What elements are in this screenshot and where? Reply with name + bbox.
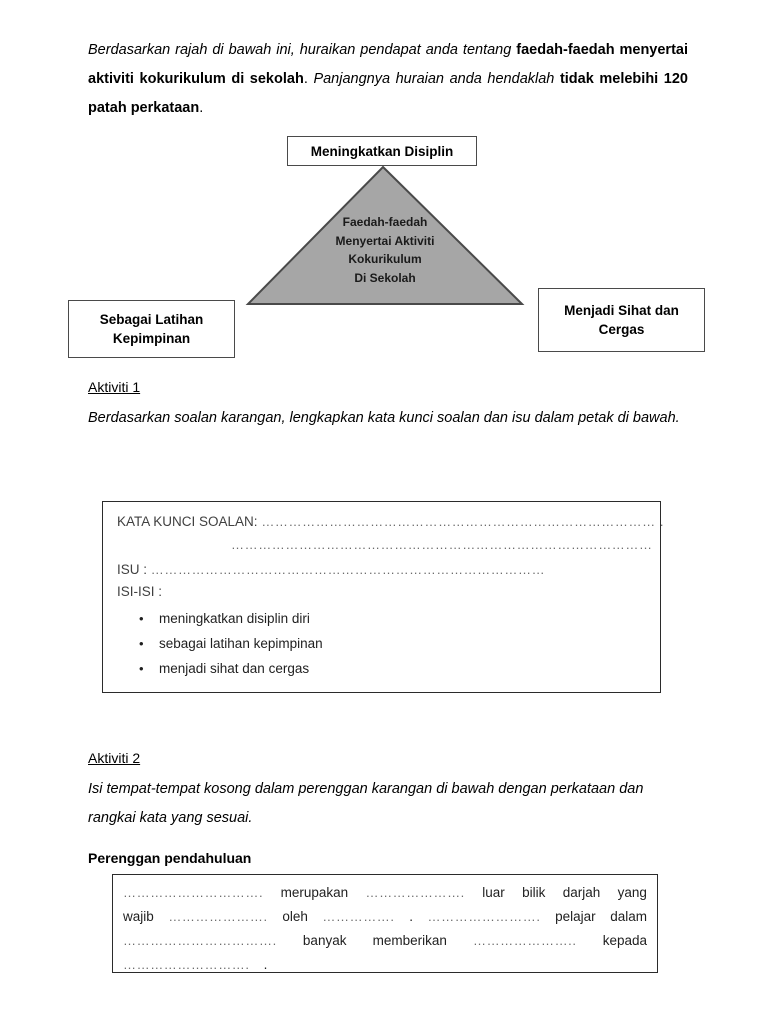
fill-in-word: kepada xyxy=(602,933,647,948)
fill-in-word: wajib xyxy=(123,909,154,924)
diagram-box-top-label: Meningkatkan Disiplin xyxy=(310,143,454,159)
kata-kunci-dots-2: ………………………………………………………………………………… xyxy=(231,537,653,552)
list-item: meningkatkan disiplin diri xyxy=(139,606,323,631)
fill-in-word: oleh xyxy=(282,909,308,924)
intro-bold-2: tidak melebihi 120 patah perkataan xyxy=(88,71,688,116)
triangle-label-line-2: Menyertai Aktiviti xyxy=(335,233,435,248)
fill-in-blank[interactable]: ……………………. xyxy=(427,909,541,924)
fill-in-blank[interactable]: …………………. xyxy=(365,885,465,900)
fill-in-row: ……………………………. banyak memberikan ………………….. kep… xyxy=(123,929,647,953)
fill-in-blank[interactable]: …………………. xyxy=(168,909,268,924)
fill-in-blank[interactable]: ………………………. xyxy=(123,957,250,972)
triangle-polygon xyxy=(245,165,525,305)
fill-in-word: merupakan xyxy=(280,885,349,900)
isu-line: ISU : …………………………………………………………………………… xyxy=(117,562,545,577)
diagram-box-left-line-1: Sebagai Latihan xyxy=(99,312,204,327)
fill-in-row: wajib …………………. oleh …………….. ……………………. pelajar… xyxy=(123,905,647,929)
fill-in-word: luar xyxy=(482,885,505,900)
kata-kunci-line-2: ………………………………………………………………………………… xyxy=(231,537,653,552)
diagram-box-left-line-2: Kepimpinan xyxy=(112,331,191,346)
intro-paragraph: Berdasarkan rajah di bawah ini, huraikan… xyxy=(88,36,688,123)
fill-in-blank[interactable]: …………………………. xyxy=(123,885,264,900)
diagram-box-right-line-2: Cergas xyxy=(598,322,645,337)
isi-isi-label: ISI-ISI : xyxy=(117,584,163,599)
intro-bold-1: faedah-faedah menyertai aktiviti kokurik… xyxy=(88,42,689,87)
triangle-svg xyxy=(245,165,525,305)
kata-kunci-dots-1: …………………………………………………………………………… . xyxy=(261,514,665,529)
fill-in-word: pelajar xyxy=(555,909,596,924)
triangle-shape: Faedah-faedah Menyertai Aktiviti Kokurik… xyxy=(245,165,525,307)
fill-in-word: memberikan xyxy=(372,933,447,948)
activity-2-instruction: Isi tempat-tempat kosong dalam perenggan… xyxy=(88,781,644,826)
activity-1-heading: Aktiviti 1 xyxy=(88,379,141,395)
isu-dots: …………………………………………………………………………… xyxy=(150,562,546,577)
fill-in-word: . xyxy=(409,909,413,924)
fill-in-row: …………………………. merupakan …………………. luar bilik dar… xyxy=(123,881,647,905)
fill-in-blank[interactable]: ……………………………. xyxy=(123,933,277,948)
diagram-box-sebagai-latihan-kepimpinan: Sebagai Latihan Kepimpinan xyxy=(68,300,235,358)
intro-italic-1: Berdasarkan rajah di bawah ini, huraikan… xyxy=(88,42,512,58)
activity-2-subheading: Perenggan pendahuluan xyxy=(88,850,252,866)
intro-italic-2: Panjangnya huraian anda hendaklah xyxy=(313,71,555,87)
fill-in-blank[interactable]: ………………….. xyxy=(472,933,577,948)
diagram-box-menjadi-sihat-dan-cergas: Menjadi Sihat dan Cergas xyxy=(538,288,705,352)
activity-2-fill-in-box[interactable]: …………………………. merupakan …………………. luar bilik dar… xyxy=(112,874,658,973)
kata-kunci-label: KATA KUNCI SOALAN: xyxy=(117,514,258,529)
isu-label: ISU : xyxy=(117,562,148,577)
triangle-label-line-3: Kokurikulum xyxy=(348,252,422,266)
fill-in-word: dalam xyxy=(610,909,647,924)
diagram-box-left-label: Sebagai Latihan Kepimpinan xyxy=(100,310,204,348)
fill-in-word: . xyxy=(263,957,268,972)
fill-in-word: banyak xyxy=(302,933,347,948)
diagram-box-right-label: Menjadi Sihat dan Cergas xyxy=(564,301,679,339)
triangle-label: Faedah-faedah Menyertai Aktiviti Kokurik… xyxy=(245,213,525,287)
intro-period-2: . xyxy=(199,100,204,116)
triangle-label-line-1: Faedah-faedah xyxy=(342,215,428,229)
activity-1-answer-box[interactable]: KATA KUNCI SOALAN: ………………………………………………………… xyxy=(102,501,664,693)
fill-in-blank[interactable]: ……………. xyxy=(322,909,395,924)
fill-in-word: darjah xyxy=(562,885,601,900)
fill-in-word: bilik xyxy=(522,885,546,900)
fill-in-word: yang xyxy=(617,885,647,900)
kata-kunci-line: KATA KUNCI SOALAN: ………………………………………………………… xyxy=(117,514,664,529)
list-item: sebagai latihan kepimpinan xyxy=(139,631,323,656)
list-item: menjadi sihat dan cergas xyxy=(139,656,323,681)
isi-isi-list: meningkatkan disiplin diri sebagai latih… xyxy=(137,606,323,681)
activity-1-instruction: Berdasarkan soalan karangan, lengkapkan … xyxy=(88,410,680,426)
intro-period-1: . xyxy=(303,71,308,87)
diagram-box-right-line-1: Menjadi Sihat dan xyxy=(564,303,679,318)
triangle-label-line-4: Di Sekolah xyxy=(354,270,416,285)
activity-2-heading: Aktiviti 2 xyxy=(88,750,141,766)
diagram-box-meningkatkan-disiplin: Meningkatkan Disiplin xyxy=(287,136,477,166)
fill-in-row: ……………………….. xyxy=(123,953,647,977)
